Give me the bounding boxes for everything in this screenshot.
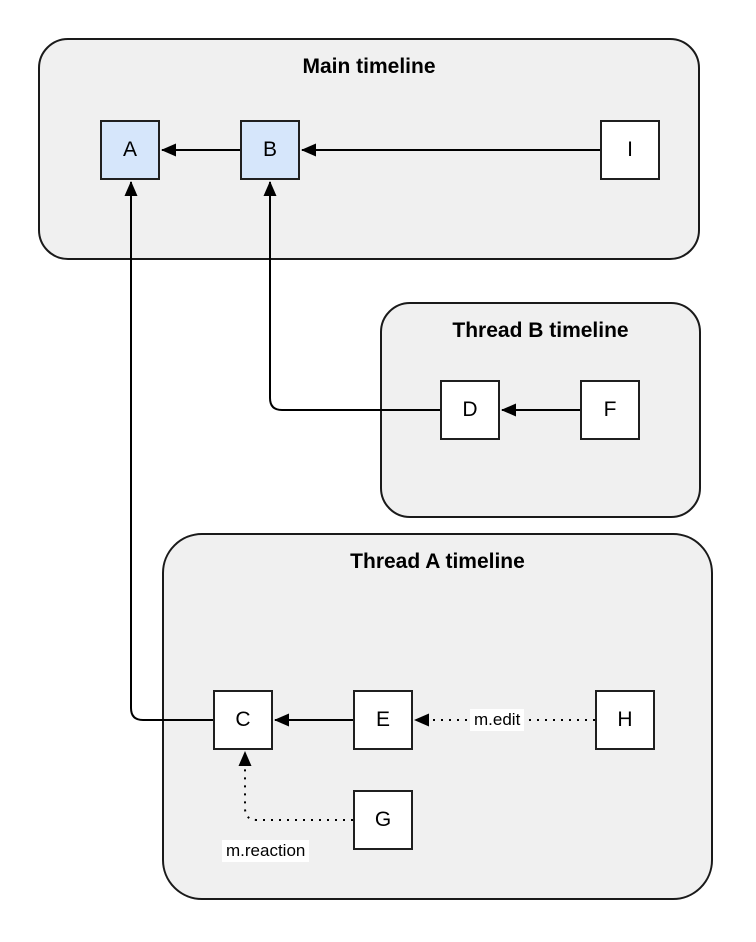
node-F: F bbox=[580, 380, 640, 440]
node-B: B bbox=[240, 120, 300, 180]
node-A: A bbox=[100, 120, 160, 180]
container-title-thread-b-timeline: Thread B timeline bbox=[452, 319, 629, 342]
node-I: I bbox=[600, 120, 660, 180]
edge-label-m-reaction: m.reaction bbox=[222, 840, 310, 862]
node-G: G bbox=[353, 790, 413, 850]
node-D: D bbox=[440, 380, 500, 440]
edge-label-m-edit: m.edit bbox=[470, 709, 525, 731]
node-H: H bbox=[595, 690, 655, 750]
node-C: C bbox=[213, 690, 273, 750]
container-title-main-timeline: Main timeline bbox=[302, 55, 436, 78]
container-thread-b-timeline: Thread B timeline bbox=[380, 302, 701, 518]
node-E: E bbox=[353, 690, 413, 750]
container-title-thread-a-timeline: Thread A timeline bbox=[350, 550, 525, 573]
